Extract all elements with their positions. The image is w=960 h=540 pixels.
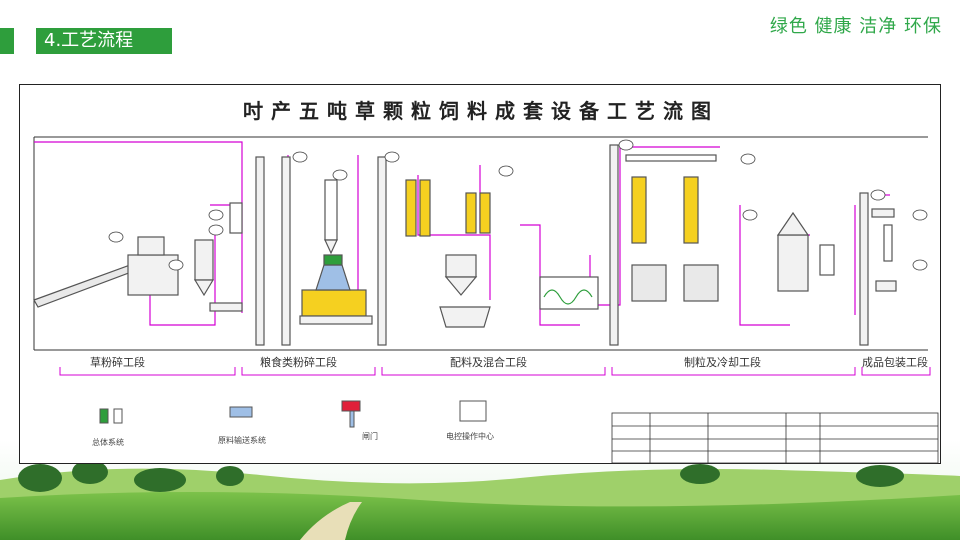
stage-label-packing: 成品包装工段 (862, 356, 928, 369)
pipes (34, 141, 890, 326)
grass-crusher (33, 202, 243, 312)
legend-conveying: 原料输送系统 (218, 436, 266, 445)
diagram-drawing (33, 136, 939, 464)
stage-label-grass: 草粉碎工段 (90, 356, 145, 369)
process-flow-diagram: 吋产五吨草颗粒饲料成套设备工艺流图 草粉碎工段 粮食类粉碎工段 配料及混合工段 … (19, 84, 941, 464)
diagram-title: 吋产五吨草颗粒饲料成套设备工艺流图 (243, 99, 719, 123)
legend-gate: 闸门 (362, 432, 378, 441)
packing-station (859, 192, 897, 346)
slogan: 绿色 健康 洁净 环保 (769, 16, 942, 37)
legend-control-center: 电控操作中心 (446, 432, 494, 441)
batching-mixing (377, 156, 599, 346)
section-title-tag: 4.工艺流程 (36, 28, 172, 54)
stage-bracket (59, 367, 931, 376)
legend-icons (99, 400, 487, 428)
stage-label-batching: 配料及混合工段 (450, 356, 527, 369)
stage-label-grain: 粮食类粉碎工段 (260, 356, 337, 369)
section-title: 4.工艺流程 (44, 30, 134, 51)
title-block (611, 412, 939, 464)
pelletizing-cooling (609, 144, 835, 346)
stage-label-pelleting: 制粒及冷却工段 (684, 356, 761, 369)
legend-overall: 总体系统 (92, 438, 124, 447)
grain-crusher (255, 156, 373, 346)
header-accent-bar (0, 28, 14, 54)
equipment-callouts (108, 139, 928, 271)
